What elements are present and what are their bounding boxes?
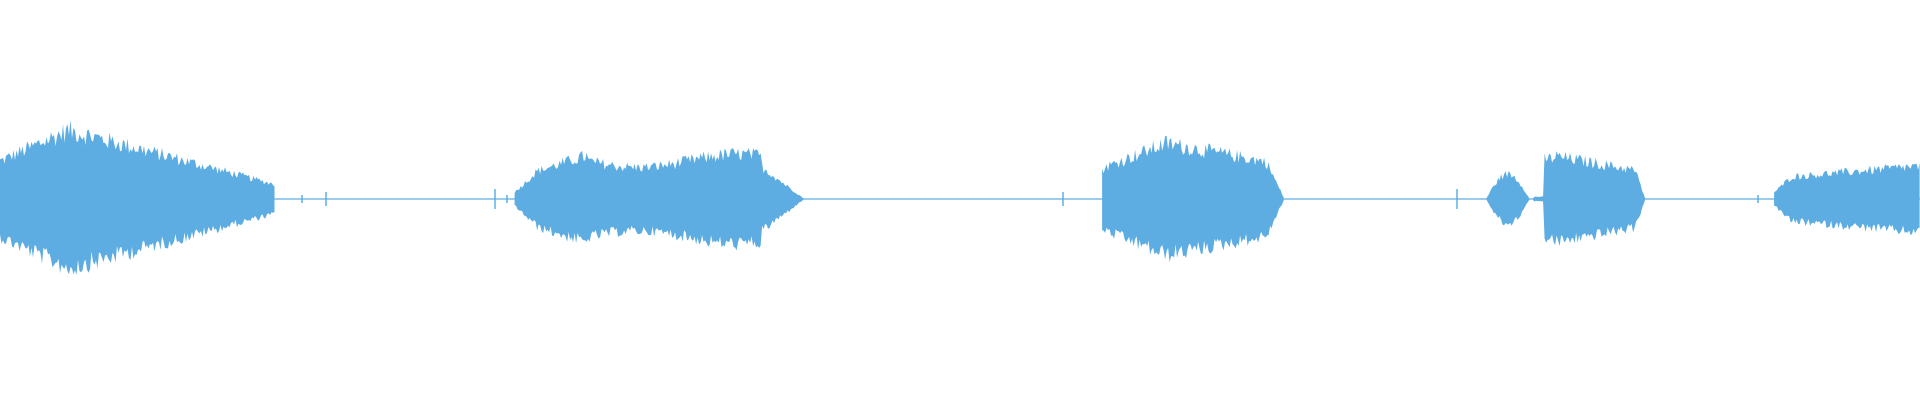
- segment-3: [1102, 136, 1284, 263]
- waveform-segments: [0, 119, 1920, 276]
- segment-2: [514, 148, 805, 251]
- segment-1: [0, 119, 275, 276]
- segment-5: [1774, 163, 1920, 236]
- segment-4: [1486, 151, 1646, 247]
